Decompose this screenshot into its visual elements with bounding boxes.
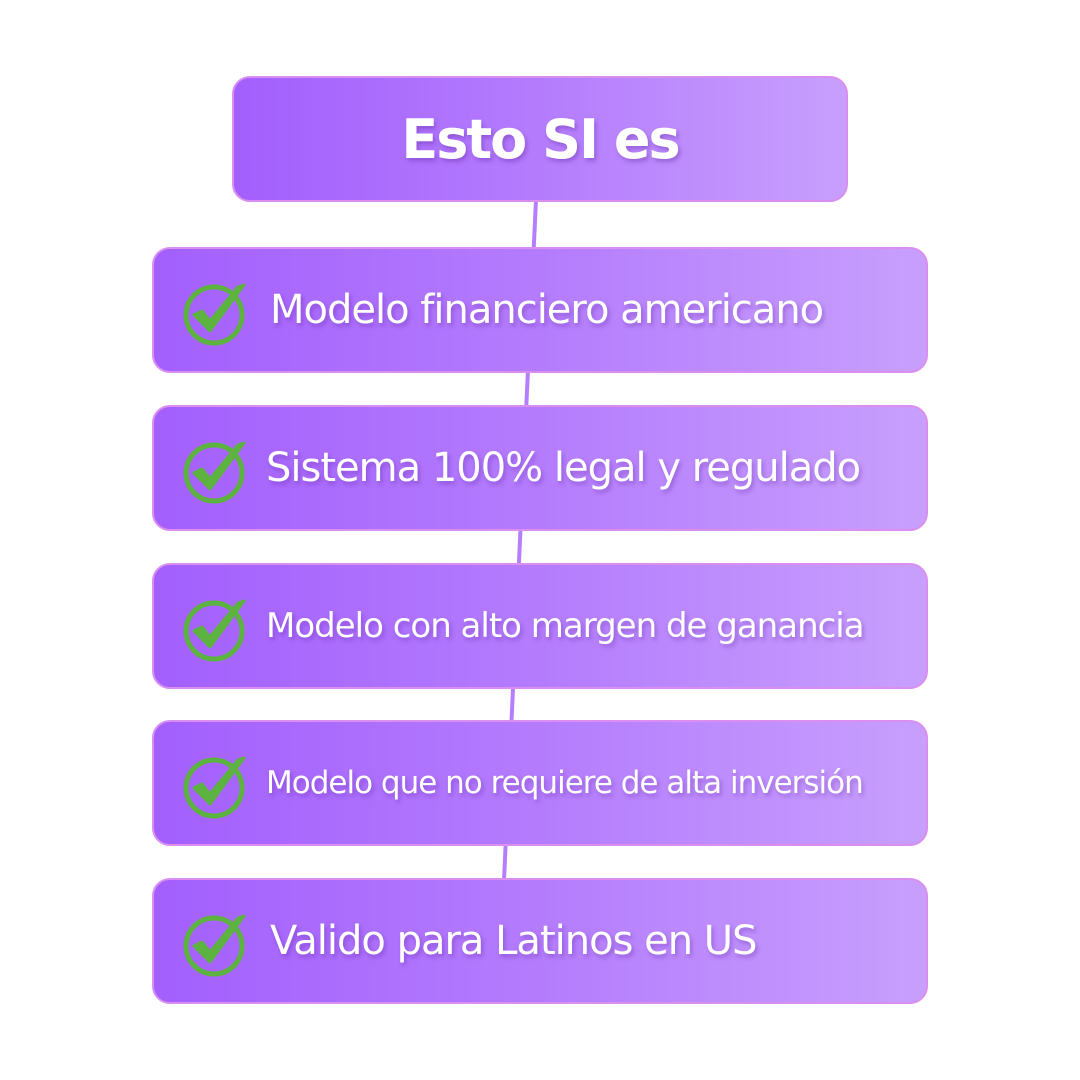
check-circle-icon — [183, 914, 246, 977]
check-circle-icon — [183, 599, 246, 662]
item-label: Modelo con alto margen de ganancia — [266, 606, 865, 646]
list-item: Valido para Latinos en US — [152, 878, 928, 1004]
list-item: Modelo con alto margen de ganancia — [152, 563, 928, 689]
item-label: Modelo que no requiere de alta inversión — [266, 765, 864, 801]
check-circle-icon — [183, 283, 246, 346]
list-item: Sistema 100% legal y regulado — [152, 405, 928, 531]
list-item: Modelo financiero americano — [152, 247, 928, 373]
item-label: Valido para Latinos en US — [270, 918, 757, 964]
item-label: Modelo financiero americano — [270, 287, 824, 333]
list-item: Modelo que no requiere de alta inversión — [152, 720, 928, 846]
title: Esto SI es — [401, 107, 680, 171]
check-circle-icon — [183, 441, 246, 504]
item-label: Sistema 100% legal y regulado — [266, 445, 861, 491]
check-circle-icon — [183, 756, 246, 819]
title-box: Esto SI es — [232, 76, 848, 202]
